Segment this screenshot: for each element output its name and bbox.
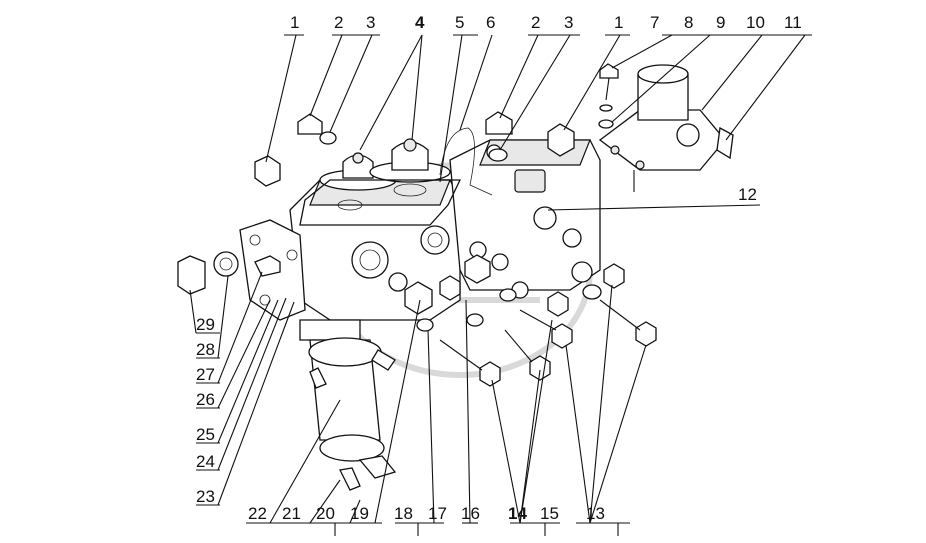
callout-3: 3 xyxy=(564,13,573,32)
callout-5: 5 xyxy=(455,13,464,32)
plug-29 xyxy=(177,251,239,295)
callout-labels: 1 2 3 4 5 6 2 3 1 7 8 9 10 11 12 29 28 2… xyxy=(196,13,802,523)
callout-25: 25 xyxy=(196,425,215,444)
callout-24: 24 xyxy=(196,452,215,471)
thermostat-housing xyxy=(289,179,461,321)
callout-22: 22 xyxy=(248,504,267,523)
callout-4: 4 xyxy=(415,13,425,32)
manifold-block xyxy=(449,139,601,299)
callout-23: 23 xyxy=(196,487,215,506)
gasket-plate xyxy=(299,179,462,226)
callout-10: 10 xyxy=(746,13,765,32)
callout-9: 9 xyxy=(716,13,725,32)
callout-15: 15 xyxy=(540,504,559,523)
callout-1: 1 xyxy=(290,13,299,32)
callout-2: 2 xyxy=(531,13,540,32)
callout-29: 29 xyxy=(196,315,215,334)
leader-lines xyxy=(189,34,812,536)
callout-20: 20 xyxy=(316,504,335,523)
callout-7: 7 xyxy=(650,13,659,32)
callout-3: 3 xyxy=(366,13,375,32)
callout-19: 19 xyxy=(350,504,369,523)
nuts-washers xyxy=(404,254,657,387)
callout-2: 2 xyxy=(334,13,343,32)
callout-13: 13 xyxy=(586,504,605,523)
callout-27: 27 xyxy=(196,365,215,384)
plug-left xyxy=(254,155,281,187)
thermostat-right xyxy=(369,138,451,197)
callout-21: 21 xyxy=(282,504,301,523)
callout-11: 11 xyxy=(784,13,802,32)
plug-top-left xyxy=(297,113,337,145)
callout-28: 28 xyxy=(196,340,215,359)
bolt-7 xyxy=(598,63,619,129)
plug-top-mid xyxy=(485,111,513,162)
callout-1: 1 xyxy=(614,13,623,32)
callout-18: 18 xyxy=(394,504,413,523)
callout-26: 26 xyxy=(196,390,215,409)
callout-14: 14 xyxy=(508,504,527,523)
callout-6: 6 xyxy=(486,13,495,32)
callout-16: 16 xyxy=(461,504,480,523)
callout-8: 8 xyxy=(684,13,693,32)
plug-top-right xyxy=(547,123,575,157)
water-outlet xyxy=(598,64,734,192)
callout-12: 12 xyxy=(738,185,757,204)
callout-17: 17 xyxy=(428,504,447,523)
lower-pipe xyxy=(299,319,397,491)
